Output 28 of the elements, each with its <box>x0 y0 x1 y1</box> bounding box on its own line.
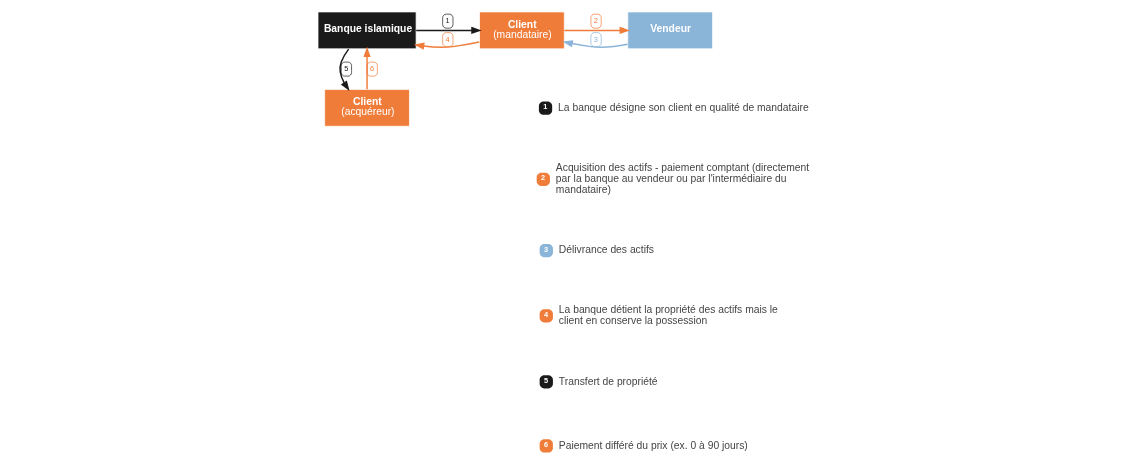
label: 1 <box>543 101 548 111</box>
edge-label: 2 <box>593 15 598 25</box>
legend-label: La banque détient la propriété des actifs mais le client en conserve la possession <box>558 303 778 326</box>
node-box: Vendeur <box>627 11 713 49</box>
arrow <box>415 26 482 34</box>
edge-label: 4 <box>445 34 450 44</box>
edge-label: 1 <box>445 15 450 25</box>
label: 2 <box>541 172 546 182</box>
label: 3 <box>544 244 549 254</box>
node-box: Client (mandataire) <box>479 11 565 49</box>
arrow <box>563 26 630 34</box>
edge-label: 3 <box>593 34 598 44</box>
arrow <box>363 46 371 90</box>
node-box: Banque islamique <box>317 11 417 49</box>
node-box: Client (acquéreur) <box>324 88 410 127</box>
label: 4 <box>544 309 549 319</box>
legend-label: Acquisition des actifs - paiement comptant (directement par la banque au vendeur ou par l'intermédiaire du mandataire) <box>555 161 810 195</box>
edge-label: 5 <box>344 63 349 73</box>
legend-label: La banque désigne son client en qualité de mandataire <box>558 101 809 113</box>
arrow <box>413 40 480 50</box>
label: 6 <box>544 439 549 449</box>
legend-label: Délivrance des actifs <box>558 243 654 255</box>
legend-label: Paiement différé du prix (ex. 0 à 90 jours) <box>558 439 748 451</box>
legend-label: Transfert de propriété <box>558 375 658 387</box>
label: 5 <box>544 375 549 385</box>
arrow <box>339 47 350 91</box>
edge-label: 6 <box>370 63 375 73</box>
arrow <box>562 39 629 48</box>
